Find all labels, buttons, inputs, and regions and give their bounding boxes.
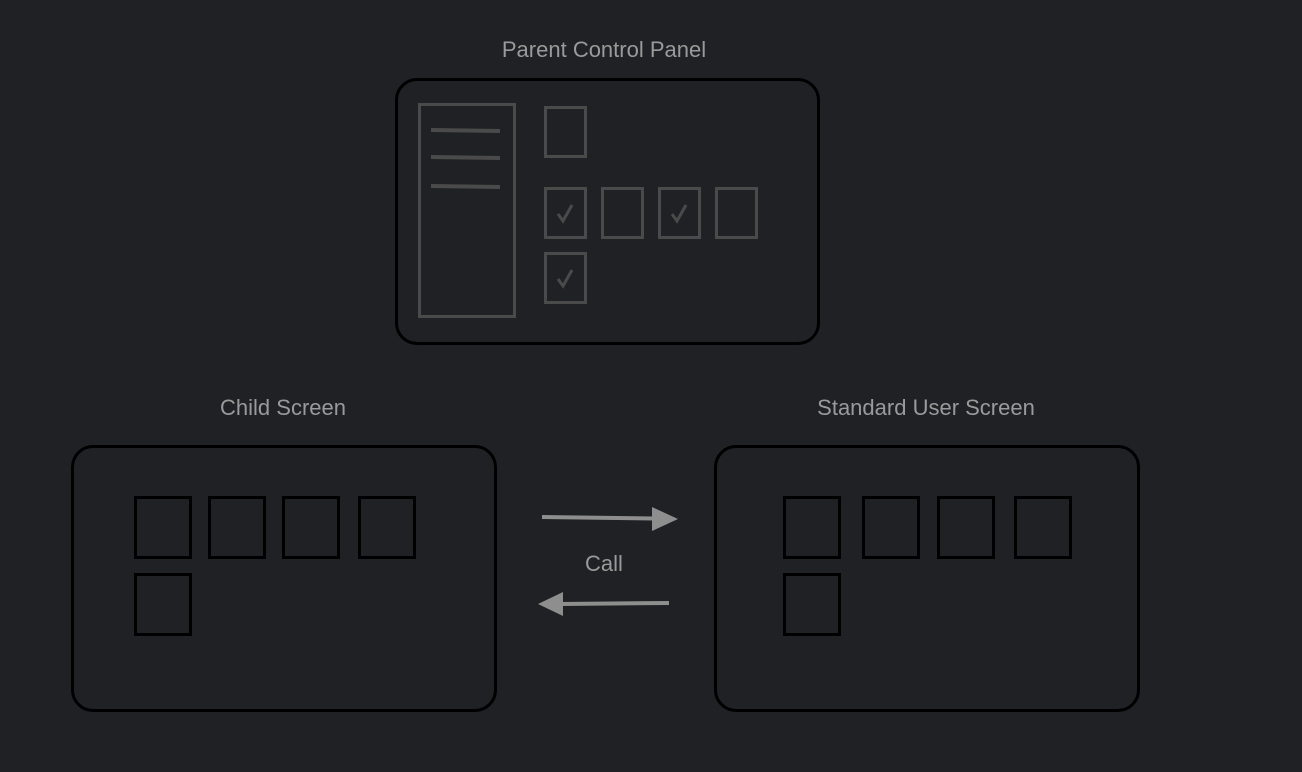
arrow-left-line — [559, 601, 670, 606]
list-lines — [430, 128, 501, 189]
check-icon — [556, 269, 574, 289]
standard-screen-title: Standard User Screen — [817, 395, 1035, 420]
arrow-right-line — [541, 515, 655, 521]
app-tile[interactable] — [937, 496, 995, 559]
call-label: Call — [585, 551, 623, 576]
arrow-left-head — [538, 592, 563, 616]
checkbox-checked[interactable] — [658, 187, 701, 239]
app-tile[interactable] — [783, 573, 841, 636]
child-screen — [71, 445, 497, 712]
child-screen-title: Child Screen — [220, 395, 346, 420]
checkbox-unchecked[interactable] — [544, 106, 587, 158]
app-tile[interactable] — [783, 496, 841, 559]
app-tile[interactable] — [1014, 496, 1072, 559]
app-tile[interactable] — [358, 496, 416, 559]
arrow-right-head — [652, 507, 678, 531]
checkbox-unchecked[interactable] — [601, 187, 644, 239]
checkbox-unchecked[interactable] — [715, 187, 758, 239]
sidebar-list — [418, 103, 516, 318]
app-tile[interactable] — [208, 496, 266, 559]
app-tile[interactable] — [134, 496, 192, 559]
parent-control-panel — [395, 78, 820, 345]
check-icon — [670, 204, 688, 224]
parent-panel-title: Parent Control Panel — [501, 37, 707, 62]
checkbox-checked[interactable] — [544, 252, 587, 304]
app-tile[interactable] — [282, 496, 340, 559]
check-icon — [556, 204, 574, 224]
app-tile[interactable] — [134, 573, 192, 636]
standard-user-screen — [714, 445, 1140, 712]
app-tile[interactable] — [862, 496, 920, 559]
checkbox-checked[interactable] — [544, 187, 587, 239]
